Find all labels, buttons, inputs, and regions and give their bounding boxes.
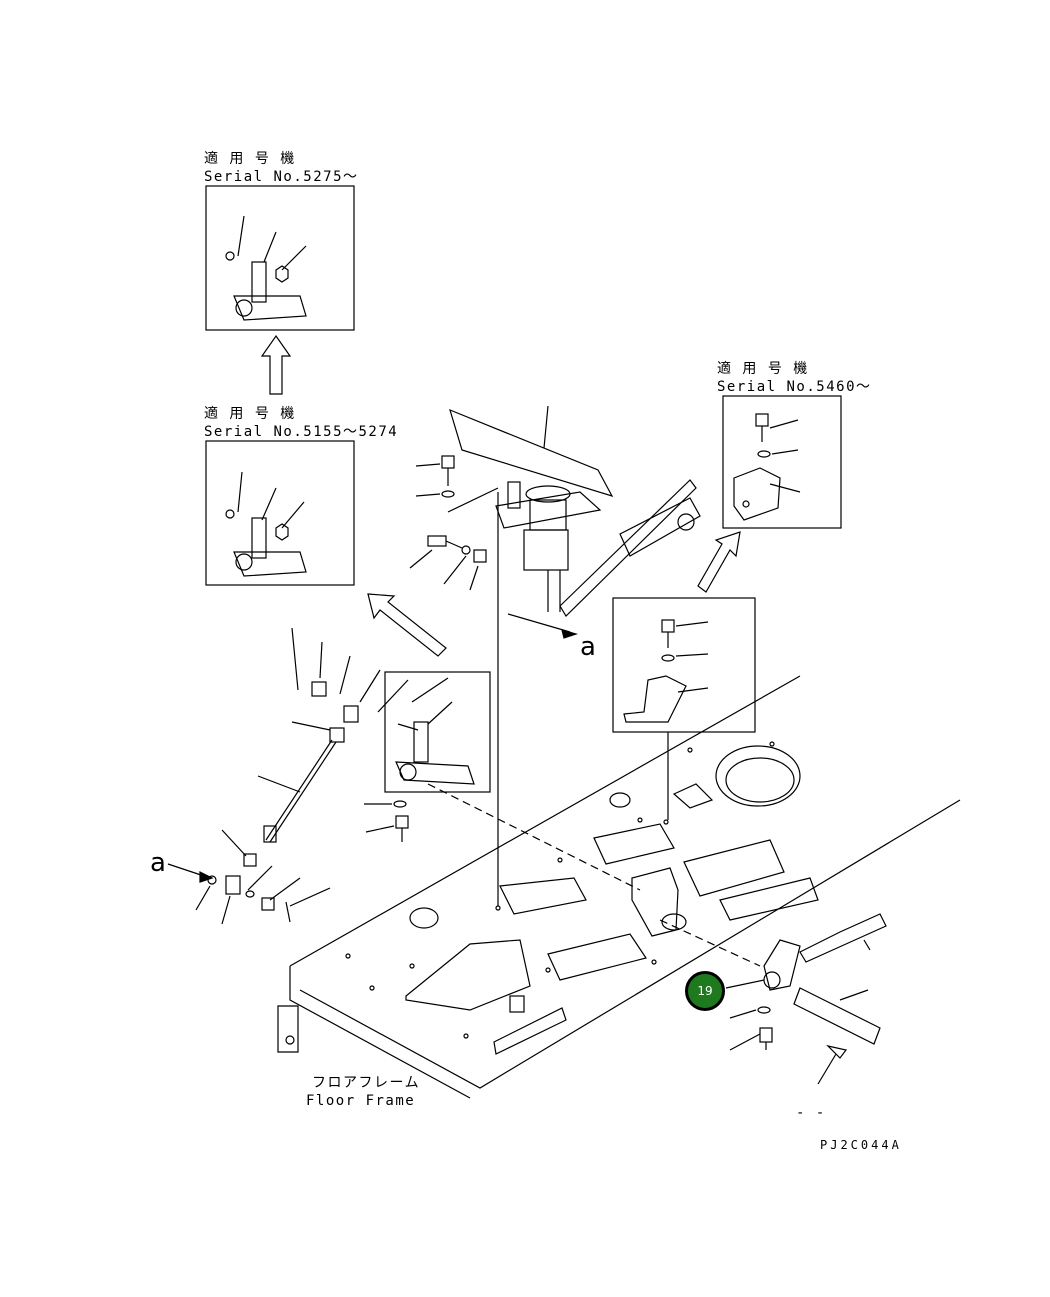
floor-frame-label-jp: フロアフレーム [312,1075,421,1091]
clevis-pin-assembly [725,913,887,1085]
variant-box-5460 [722,395,842,529]
pedal-assembly [449,405,701,639]
diagonal-arrow-left [367,593,447,657]
variant-box-5155-5274 [205,440,355,586]
variant-label-jp-1: 適 用 号 機 [204,151,296,167]
drawing-code: PJ2C044A [820,1138,902,1152]
floor-frame [277,675,961,1099]
lever-detail-box [384,671,491,793]
view-marker-a-left: a [150,848,166,878]
diagonal-arrow-right [697,531,741,593]
variant-label-serial-1: Serial No.5275～ [204,169,359,185]
stray-dash-mark: - - [796,1105,826,1121]
part-callout-number: 19 [697,984,713,998]
variant-label-jp-3: 適 用 号 機 [717,361,809,377]
bracket-detail-box [612,597,756,733]
dashed-pin-line [659,919,761,967]
variant-box-5275 [205,185,355,331]
part-callout-19[interactable]: 19 [685,971,725,1011]
up-arrow [260,334,292,395]
view-marker-a-right: a [580,632,596,662]
variant-label-serial-2: Serial No.5155～5274 [204,424,399,440]
pedal-hardware [409,455,499,591]
lever-hardware [364,800,409,842]
variant-label-jp-2: 適 用 号 機 [204,406,296,422]
floor-frame-label-en: Floor Frame [306,1093,416,1109]
variant-label-serial-3: Serial No.5460～ [717,379,872,395]
dashed-alignment-line [427,783,641,891]
linkage-rod [167,627,409,925]
